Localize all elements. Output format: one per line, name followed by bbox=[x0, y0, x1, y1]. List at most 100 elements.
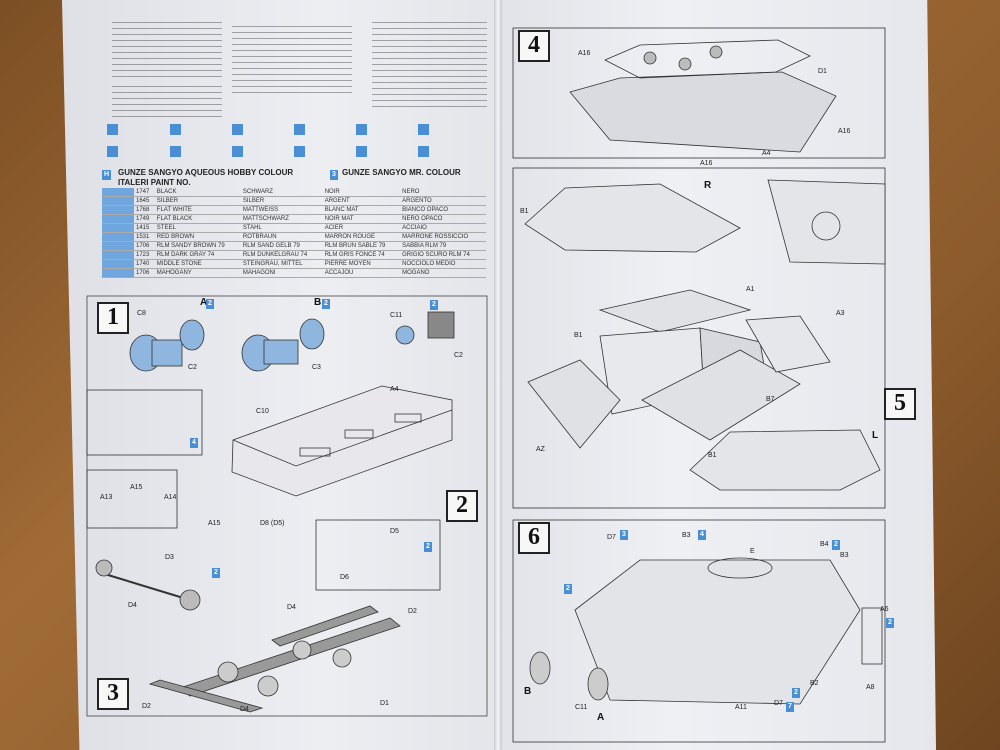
step-number-3: 3 bbox=[97, 678, 129, 710]
part-label: C10 bbox=[256, 408, 269, 415]
part-label: A16 bbox=[578, 50, 591, 57]
paint-tag: 2 bbox=[886, 618, 894, 628]
paint-table-cell: SILBER bbox=[240, 196, 323, 206]
part-label: D4 bbox=[128, 602, 137, 609]
step-number-4: 4 bbox=[518, 30, 550, 62]
part-label: AZ bbox=[536, 446, 545, 453]
paint-tag: 4 bbox=[698, 530, 706, 540]
paint-swatch bbox=[102, 205, 134, 215]
part-label: D3 bbox=[165, 554, 174, 561]
part-label: C11 bbox=[575, 704, 588, 711]
paint-table-cell: RLM SAND GELB 79 bbox=[240, 241, 323, 251]
paint-table-cell: 1723 bbox=[134, 250, 155, 260]
paint-table-cell: MIDDLE STONE bbox=[154, 259, 241, 269]
paint-table-cell: SCHWARZ bbox=[240, 188, 323, 197]
paint-tag: 2 bbox=[212, 568, 220, 578]
part-label: D4 bbox=[287, 604, 296, 611]
paint-table-cell: FLAT WHITE bbox=[154, 205, 241, 215]
part-label: A16 bbox=[700, 160, 713, 167]
paint-table-cell: RED BROWN bbox=[154, 232, 241, 242]
legend-icon bbox=[232, 124, 243, 135]
paint-table-cell: MAHAGONI bbox=[240, 268, 323, 278]
label-R: R bbox=[704, 180, 712, 191]
paint-table-cell: RLM DARK GRAY 74 bbox=[154, 250, 241, 260]
hobby-colour-heading: GUNZE SANGYO AQUEOUS HOBBY COLOUR bbox=[118, 168, 294, 177]
part-label: A4 bbox=[390, 386, 399, 393]
part-label: D4 bbox=[240, 706, 249, 713]
paint-table-cell: 1749 bbox=[134, 214, 155, 224]
paint-table-cell: STAHL bbox=[240, 223, 323, 233]
paint-table-cell: 1645 bbox=[134, 196, 155, 206]
paint-table-cell: STEINGRAU, MITTEL bbox=[240, 259, 323, 269]
part-label: A15 bbox=[130, 484, 143, 491]
legend-icon bbox=[170, 146, 181, 157]
paint-table-cell: ARGENT bbox=[322, 196, 401, 206]
part-label: A1 bbox=[746, 286, 755, 293]
part-label: A14 bbox=[164, 494, 177, 501]
label-L: L bbox=[872, 430, 879, 441]
step-number-2: 2 bbox=[446, 490, 478, 522]
part-label: D7 bbox=[774, 700, 783, 707]
paint-table-cell: ARGENTO bbox=[400, 196, 486, 206]
paint-swatch bbox=[102, 223, 134, 233]
paint-table-cell: BIANCO OPACO bbox=[400, 205, 486, 215]
part-label: D6 bbox=[340, 574, 349, 581]
paint-table-cell: 1531 bbox=[134, 232, 155, 242]
part-label: A6 bbox=[880, 606, 889, 613]
paint-swatch bbox=[102, 241, 134, 251]
paint-table-cell: NOIR MAT bbox=[322, 214, 401, 224]
paint-table-cell: MOGANO bbox=[400, 268, 486, 278]
part-label: C3 bbox=[312, 364, 321, 371]
paint-table-cell: BLANC MAT bbox=[322, 205, 401, 215]
paint-table-cell: NOCCIOLO MEDIO bbox=[400, 259, 486, 269]
paint-table-cell: RLM BRUN SABLE 79 bbox=[322, 241, 401, 251]
paint-swatch bbox=[102, 188, 134, 197]
hobby-colour-code: H bbox=[102, 170, 112, 180]
part-label: A16 bbox=[838, 128, 851, 135]
paint-tag: 2 bbox=[424, 542, 432, 552]
paint-tag: 4 bbox=[190, 438, 198, 448]
paint-table-cell: MATTWEISS bbox=[240, 205, 323, 215]
paint-swatch bbox=[102, 259, 134, 269]
paint-tag: 2 bbox=[832, 540, 840, 550]
part-label: D2 bbox=[142, 703, 151, 710]
paint-table-cell: STEEL bbox=[154, 223, 241, 233]
part-label: C8 bbox=[137, 310, 146, 317]
mr-colour-heading: GUNZE SANGYO MR. COLOUR bbox=[342, 168, 461, 177]
paint-table-cell: MAHOGANY bbox=[154, 268, 241, 278]
paint-table-cell: RLM DUNKELGRAU 74 bbox=[240, 250, 323, 260]
legend-icon bbox=[294, 146, 305, 157]
part-label: B1 bbox=[520, 208, 529, 215]
part-label: A4 bbox=[762, 150, 771, 157]
step-number-1: 1 bbox=[97, 302, 129, 334]
paint-table-cell: 1768 bbox=[134, 205, 155, 215]
paint-tag: 2 bbox=[322, 299, 330, 309]
mr-colour-code: 3 bbox=[330, 170, 338, 180]
paint-table-cell: PIERRE MOYEN bbox=[322, 259, 401, 269]
part-label: C2 bbox=[454, 352, 463, 359]
part-label: B2 bbox=[810, 680, 819, 687]
paint-table-cell: RLM SANDY BROWN 79 bbox=[154, 241, 241, 251]
paint-table-cell: ROTBRAUN bbox=[240, 232, 323, 242]
label-A: A bbox=[200, 297, 208, 308]
paint-table-cell: MARRON ROUGE bbox=[322, 232, 401, 242]
paint-table-cell: SILBER bbox=[154, 196, 241, 206]
part-label: D1 bbox=[380, 700, 389, 707]
part-label: B1 bbox=[708, 452, 717, 459]
part-label: A8 bbox=[866, 684, 875, 691]
legend-icon bbox=[232, 146, 243, 157]
paint-table-cell: RLM GRIS FONCE 74 bbox=[322, 250, 401, 260]
paint-table-cell: NERO bbox=[400, 188, 486, 197]
paint-tag: 2 bbox=[206, 299, 214, 309]
part-label: B3 bbox=[840, 552, 849, 559]
label-B-step6: B bbox=[524, 686, 532, 697]
part-label: B4 bbox=[820, 541, 829, 548]
paint-swatch bbox=[102, 214, 134, 224]
